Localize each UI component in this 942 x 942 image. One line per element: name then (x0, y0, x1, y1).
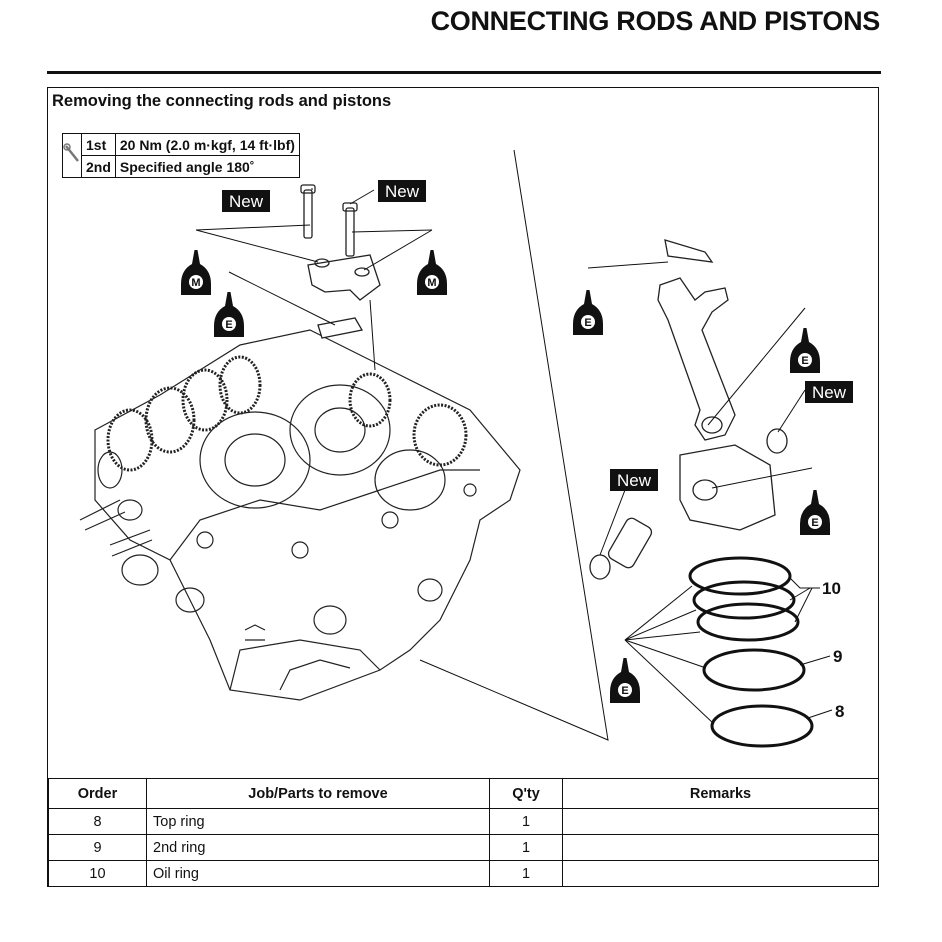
exploded-view-diagram: New New New New M M E E E E (79, 149, 853, 748)
cell-order: 9 (48, 834, 147, 861)
header-job: Job/Parts to remove (146, 778, 490, 809)
cell-job: Top ring (146, 808, 490, 835)
torque-wrench-icon (62, 133, 82, 178)
cell-remarks (562, 860, 879, 887)
cell-order: 10 (48, 860, 147, 887)
cell-job: 2nd ring (146, 834, 490, 861)
torque-row: 1st 20 Nm (2.0 m·kgf, 14 ft·lbf) (62, 133, 300, 178)
leader-lines (195, 188, 833, 725)
oil-letter: E (225, 319, 232, 331)
piston-rings-illustration (688, 556, 814, 748)
table-row: 8 Top ring 1 (48, 808, 879, 835)
new-label-text: New (385, 182, 420, 201)
new-label: New (610, 469, 658, 491)
torque-spec-table: 1st 20 Nm (2.0 m·kgf, 14 ft·lbf) 2nd Spe… (62, 133, 300, 178)
divider-line (419, 149, 609, 741)
oil-letter: M (191, 277, 200, 289)
cell-qty: 1 (489, 834, 563, 861)
table-header-row: Order Job/Parts to remove Q'ty Remarks (48, 778, 879, 809)
new-label-text: New (229, 192, 264, 211)
torque-step: 1st (81, 133, 116, 156)
cell-remarks (562, 834, 879, 861)
new-label-text: New (812, 383, 847, 402)
molybdenum-oil-icon: M (417, 250, 447, 295)
engine-oil-icon: E (573, 290, 603, 335)
engine-oil-icon: E (214, 292, 244, 337)
cell-order: 8 (48, 808, 147, 835)
engine-oil-icon: E (800, 490, 830, 535)
oil-letter: M (427, 277, 436, 289)
torque-row: 2nd Specified angle 180˚ (63, 155, 300, 178)
parts-removal-table: Order Job/Parts to remove Q'ty Remarks 8… (48, 778, 879, 887)
page-title: CONNECTING RODS AND PISTONS (430, 6, 881, 36)
ref-number-10: 10 (822, 579, 841, 598)
ref-number-8: 8 (835, 702, 844, 721)
oil-letter: E (811, 517, 818, 529)
header-remarks: Remarks (562, 778, 879, 809)
engine-oil-icon: E (790, 328, 820, 373)
ref-number-9: 9 (833, 647, 842, 666)
engine-oil-icon: E (610, 658, 640, 703)
header-qty: Q'ty (489, 778, 563, 809)
crankcase-illustration (79, 329, 521, 701)
torque-value: Specified angle 180˚ (114, 155, 300, 178)
torque-value: 20 Nm (2.0 m·kgf, 14 ft·lbf) (114, 133, 300, 156)
section-title: Removing the connecting rods and pistons (52, 92, 392, 110)
oil-letter: E (621, 685, 628, 697)
transmission-gears-illustration (97, 355, 468, 489)
cell-qty: 1 (489, 860, 563, 887)
cell-job: Oil ring (146, 860, 490, 887)
oil-letter: E (801, 355, 808, 367)
molybdenum-oil-icon: M (181, 250, 211, 295)
cell-remarks (562, 808, 879, 835)
table-row: 10 Oil ring 1 (48, 860, 879, 887)
oil-letter: E (584, 317, 591, 329)
new-label: New (378, 180, 426, 202)
table-row: 9 2nd ring 1 (48, 834, 879, 861)
content-frame (47, 87, 879, 887)
connecting-rod-illustration (589, 239, 788, 580)
new-label: New (222, 190, 270, 212)
header-order: Order (48, 778, 147, 809)
new-label-text: New (617, 471, 652, 490)
cell-qty: 1 (489, 808, 563, 835)
rod-cap-illustration (300, 184, 381, 339)
new-label: New (805, 381, 853, 403)
title-rule (47, 71, 881, 74)
